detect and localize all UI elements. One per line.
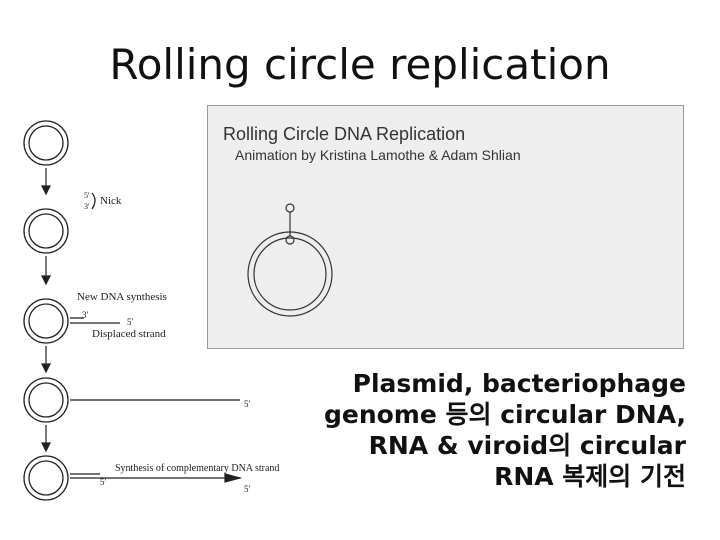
- plasmid-circle-2-inner: [28, 213, 64, 249]
- end-5-label-step5b: 5': [244, 484, 251, 494]
- step-arrow-4-head: [41, 442, 51, 453]
- plasmid-circle-5: [23, 455, 69, 501]
- plasmid-circle-5-inner: [28, 460, 64, 496]
- plasmid-circle-4-inner: [28, 382, 64, 418]
- animation-plasmid: [247, 203, 333, 317]
- plasmid-circle-2: [23, 208, 69, 254]
- plasmid-circle-3-inner: [28, 303, 64, 339]
- caption-line-3: RNA & viroid의 circular: [368, 431, 686, 460]
- complement-arrow-head: [224, 473, 243, 483]
- animation-credit: Animation by Kristina Lamothe & Adam Shl…: [235, 147, 521, 163]
- caption-line-1: Plasmid, bacteriophage: [352, 369, 686, 398]
- end-5-label-step4: 5': [244, 399, 251, 409]
- step-arrow-2-head: [41, 275, 51, 286]
- caption-line-2: genome 등의 circular DNA,: [323, 400, 686, 429]
- step-arrow-3-head: [41, 363, 51, 374]
- slide-title: Rolling circle replication: [109, 40, 611, 89]
- plasmid-circle-1: [23, 120, 69, 166]
- animation-origin-bottom: [285, 235, 295, 245]
- animation-outer-circle: [247, 231, 333, 317]
- animation-origin-top: [285, 203, 295, 213]
- nick-bracket: [91, 192, 96, 210]
- nick-end-5: 5': [84, 191, 90, 200]
- end-5-label-step3: 5': [127, 317, 134, 327]
- animation-title: Rolling Circle DNA Replication: [223, 124, 466, 144]
- plasmid-circle-1-inner: [28, 125, 64, 161]
- nick-label: Nick: [100, 195, 122, 207]
- animation-inner-circle: [253, 237, 327, 311]
- caption-line-4: RNA 복제의 기전: [494, 462, 686, 491]
- complementary-label: Synthesis of complementary DNA strand: [115, 463, 279, 474]
- plasmid-circle-3: [23, 298, 69, 344]
- end-3-label-step3: 3': [82, 310, 89, 320]
- displaced-label: Displaced strand: [92, 328, 166, 340]
- plasmid-circle-4: [23, 377, 69, 423]
- new-synthesis-label: New DNA synthesis: [77, 291, 167, 303]
- animation-panel: Rolling Circle DNA Replication Animation…: [207, 105, 684, 349]
- step-arrow-1-head: [41, 185, 51, 196]
- end-5-label-step5a: 5': [100, 477, 107, 487]
- nick-end-3: 3': [84, 202, 90, 211]
- caption: Plasmid, bacteriophage genome 등의 circula…: [246, 368, 686, 492]
